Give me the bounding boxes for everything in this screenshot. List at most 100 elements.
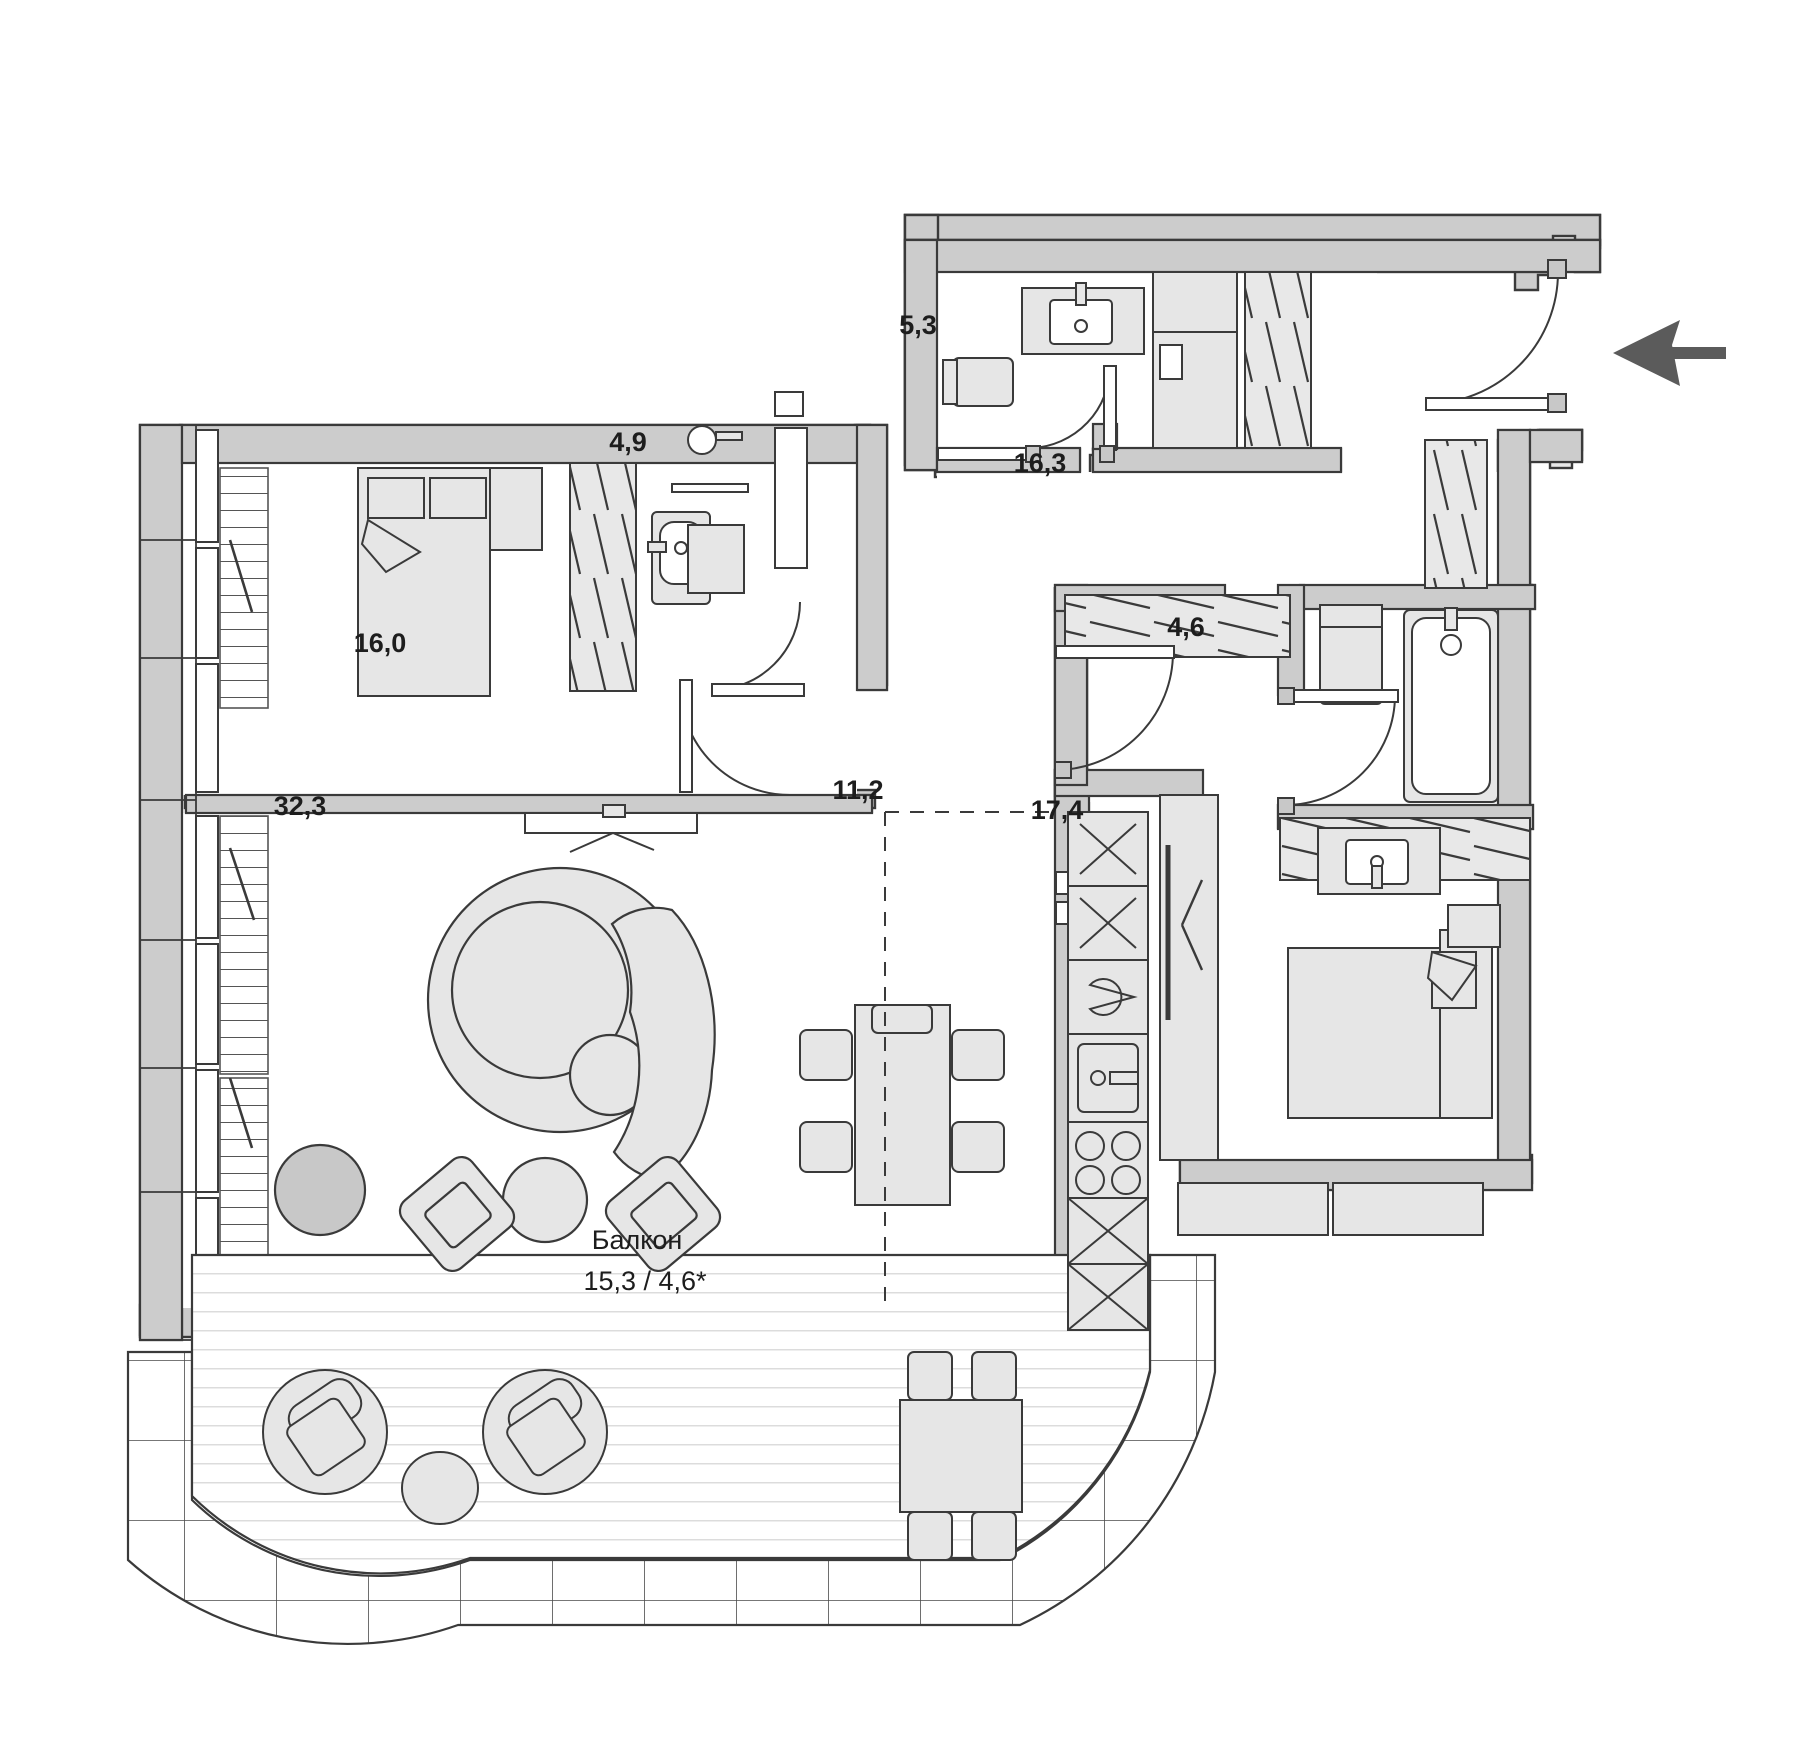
wall-left-outer-b xyxy=(138,423,184,1342)
kitchen-cabinet-2-x xyxy=(1079,897,1137,949)
jamb-entry-2 xyxy=(1547,393,1567,413)
mbath-sink-tap xyxy=(715,431,743,441)
mbath-cabinet xyxy=(687,524,745,594)
room-label-living-room: 32,3 xyxy=(274,791,327,821)
balcony-chair-1 xyxy=(907,1351,953,1401)
window-left-6 xyxy=(195,1069,219,1193)
mbath-niche-box xyxy=(774,391,804,417)
dining-chair-top xyxy=(871,1004,933,1034)
kitchen-fridge-mark xyxy=(1180,879,1204,971)
tv-console-group xyxy=(524,804,698,853)
room-label-bathroom-master: 4,9 xyxy=(609,427,647,457)
rbath-basin-tap xyxy=(1371,865,1383,889)
wall-right-outer-b xyxy=(1496,428,1532,1172)
tv-wall-mount xyxy=(602,804,626,818)
balcony-group xyxy=(126,1253,1217,1645)
window-sash-3 xyxy=(228,1077,254,1149)
wardrobe-hall-right xyxy=(1424,439,1488,589)
living-room-furniture xyxy=(273,866,722,1273)
wall-bed-right-b xyxy=(855,423,889,692)
balcony-chair-3 xyxy=(907,1511,953,1561)
living-armchair-1 xyxy=(398,1155,516,1273)
jamb-guestbath-left xyxy=(1025,445,1041,463)
window-sash-2 xyxy=(228,847,256,921)
room-label-bedroom-right: 17,4 xyxy=(1031,795,1084,825)
room-label-bathroom-right: 4,6 xyxy=(1167,612,1205,642)
window-left-3 xyxy=(195,663,219,793)
wardrobe-bedroom-left xyxy=(569,462,637,692)
armchair-2-seat xyxy=(630,1181,698,1249)
dining-chair-l2 xyxy=(799,1121,853,1173)
hob-burner-2 xyxy=(1111,1131,1141,1161)
door-rbath-arc xyxy=(1284,694,1396,806)
bed-left-pillow-1 xyxy=(367,477,425,519)
balcony-table xyxy=(899,1399,1023,1513)
wall-ur-bottom2-b xyxy=(1091,446,1343,474)
wall-right-step-b xyxy=(1528,428,1584,464)
rbed-nightstand xyxy=(1447,904,1501,948)
kitchen-sink-tap xyxy=(1109,1071,1139,1085)
dishwasher-1-x xyxy=(1067,1197,1149,1265)
kitchen-cabinet-1-x xyxy=(1079,823,1137,875)
doors-group xyxy=(679,271,1559,806)
jamb-entry-1 xyxy=(1547,259,1567,279)
door-entry-leaf xyxy=(1425,397,1559,411)
balcony-side-table xyxy=(401,1451,479,1525)
bed-left-pillow-2 xyxy=(429,477,487,519)
wall-bed-top-b xyxy=(180,423,872,465)
dishwasher-2-x xyxy=(1067,1263,1149,1331)
door-mbath-leaf xyxy=(711,683,805,697)
radiator-left-2 xyxy=(219,815,269,1075)
hob-burner-1 xyxy=(1075,1131,1105,1161)
kitchen-switch-2 xyxy=(1055,901,1069,925)
dashed-zone-line xyxy=(884,811,1055,1310)
mbath-niche-col xyxy=(774,427,808,569)
jamb-kitchen xyxy=(1054,761,1072,779)
door-bedleft-leaf xyxy=(679,679,693,793)
living-pouf-dark xyxy=(273,1143,367,1237)
mbath-shelf xyxy=(671,483,749,493)
kitchen-switch-1 xyxy=(1055,871,1069,895)
balcony-dining-set xyxy=(899,1351,1023,1561)
dining-chair-r1 xyxy=(951,1029,1005,1081)
guest-bath-fixtures xyxy=(942,271,1238,449)
jamb-rbath-bottom xyxy=(1277,797,1295,815)
kitchen-sink-drain xyxy=(1090,1070,1106,1086)
living-pouf-light xyxy=(501,1156,589,1244)
bed-left-nightstand xyxy=(489,467,543,551)
master-bath-fixtures xyxy=(647,391,808,605)
mbath-toilet-flush xyxy=(674,541,688,555)
dining-chair-r2 xyxy=(951,1121,1005,1173)
gbath-tap xyxy=(1075,282,1087,306)
living-sofa-curved xyxy=(610,906,716,1182)
wardrobe-guestbath-right xyxy=(1244,271,1312,449)
hob-burner-3 xyxy=(1075,1165,1105,1195)
tv-stand-legs xyxy=(569,831,655,853)
kitchen-hood-symbol xyxy=(1088,978,1138,1016)
lounge-chair-2-cushion xyxy=(506,1397,586,1477)
window-left-4 xyxy=(195,815,219,939)
wall-ur-top-b xyxy=(903,238,1602,274)
bed-left-duvet-fold xyxy=(360,518,422,574)
balcony-label-group: Балкон 15,3 / 4,6* xyxy=(583,1225,707,1296)
gbath-drain xyxy=(1074,319,1088,333)
open-plan-boundary xyxy=(884,811,1055,1310)
room-labels-group: 5,3 4,9 16,3 16,0 4,6 32,3 11,2 17,4 xyxy=(274,310,1205,825)
dining-chair-l1 xyxy=(799,1029,853,1081)
dining-set xyxy=(799,1004,1005,1206)
balcony-outer-ring xyxy=(126,1253,1217,1645)
jamb-guestbath-right xyxy=(1099,445,1115,463)
living-coffee-table-big xyxy=(450,900,630,1080)
door-kitchen-leaf xyxy=(1055,645,1175,659)
balcony-chair-4 xyxy=(971,1511,1017,1561)
balcony-lounge-chairs xyxy=(262,1369,608,1525)
room-label-kitchen: 11,2 xyxy=(832,775,883,805)
arrow-head xyxy=(1613,320,1680,386)
right-bedroom-furniture xyxy=(1177,904,1501,1236)
room-label-hall: 16,3 xyxy=(1014,448,1067,478)
mbath-toilet-lever xyxy=(647,541,667,553)
mbath-sink-bowl xyxy=(687,425,717,455)
rbath-tub-tap xyxy=(1444,607,1458,631)
window-left-1 xyxy=(195,429,219,543)
